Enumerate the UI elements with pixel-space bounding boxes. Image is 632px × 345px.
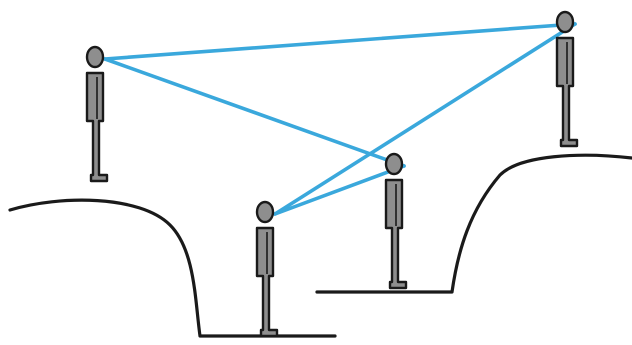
sight-line-top-left-to-middle-right <box>105 59 404 166</box>
figures-group <box>87 12 577 336</box>
sight-lines-group <box>105 24 575 214</box>
left-hill-outline <box>10 200 335 336</box>
person-head <box>87 47 103 67</box>
sight-line-top-left-to-top-right <box>105 24 575 59</box>
person-icon-middle-right <box>386 154 406 288</box>
person-head <box>557 12 573 32</box>
person-icon-bottom-center <box>257 202 277 336</box>
sight-line-bottom-center-to-top-right <box>275 24 575 214</box>
right-hill-outline <box>317 155 632 292</box>
person-head <box>257 202 273 222</box>
person-head <box>386 154 402 174</box>
person-icon-top-left <box>87 47 107 181</box>
